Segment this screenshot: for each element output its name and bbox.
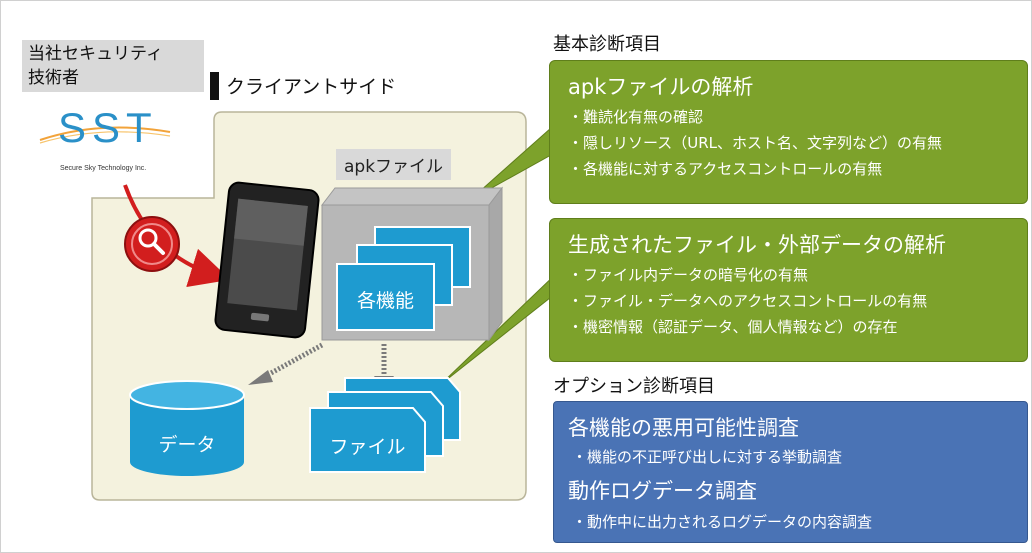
basic-box-files-item: ・機密情報（認証データ、個人情報など）の存在 <box>568 318 898 336</box>
file-stack <box>309 377 461 473</box>
basic-box-files-item: ・ファイル・データへのアクセスコントロールの有無 <box>568 292 928 310</box>
magnifier-icon <box>124 216 180 272</box>
option-item-2: ・動作中に出力されるログデータの内容調査 <box>572 513 873 531</box>
file-label: ファイル <box>329 436 406 458</box>
data-cylinder <box>129 380 245 476</box>
staff-label: 当社セキュリティ 技術者 <box>22 40 204 92</box>
basic-box-apk-item: ・各機能に対するアクセスコントロールの有無 <box>568 160 883 178</box>
option-heading-2: 動作ログデータ調査 <box>568 479 757 503</box>
functions-card <box>336 263 435 331</box>
sst-logo-subtitle: Secure Sky Technology Inc. <box>60 165 147 172</box>
basic-box-files-heading: 生成されたファイル・外部データの解析 <box>568 233 946 257</box>
basic-box-apk-item: ・難読化有無の確認 <box>568 108 704 126</box>
basic-box-apk-heading: apkファイルの解析 <box>568 75 754 99</box>
option-section-title: オプション診断項目 <box>553 376 715 397</box>
functions-label: 各機能 <box>356 290 414 312</box>
option-box: 各機能の悪用可能性調査 ・機能の不正呼び出しに対する挙動調査 動作ログデータ調査… <box>553 401 1028 543</box>
data-label: データ <box>158 434 216 456</box>
arrow-to-data <box>248 370 273 385</box>
basic-box-files-item: ・ファイル内データの暗号化の有無 <box>568 266 809 284</box>
basic-box-apk-item: ・隠しリソース（URL、ホスト名、文字列など）の有無 <box>568 134 943 152</box>
staff-label-line1: 当社セキュリティ <box>28 44 163 64</box>
client-label-marker <box>210 72 219 100</box>
client-side-label: クライアントサイド <box>226 76 397 98</box>
basic-section-title: 基本診断項目 <box>553 34 661 55</box>
staff-label-line2: 技術者 <box>28 68 79 88</box>
sst-logo-arc <box>39 126 171 144</box>
option-heading-1: 各機能の悪用可能性調査 <box>568 416 799 440</box>
apk-file-label: apkファイル <box>336 149 452 180</box>
sst-logo: SST <box>58 104 158 151</box>
option-item-1: ・機能の不正呼び出しに対する挙動調査 <box>572 448 843 466</box>
basic-box-files: 生成されたファイル・外部データの解析 ・ファイル内データの暗号化の有無 ・ファイ… <box>549 218 1028 362</box>
basic-box-apk: apkファイルの解析 ・難読化有無の確認 ・隠しリソース（URL、ホスト名、文字… <box>549 60 1028 204</box>
smartphone-icon <box>214 181 320 339</box>
